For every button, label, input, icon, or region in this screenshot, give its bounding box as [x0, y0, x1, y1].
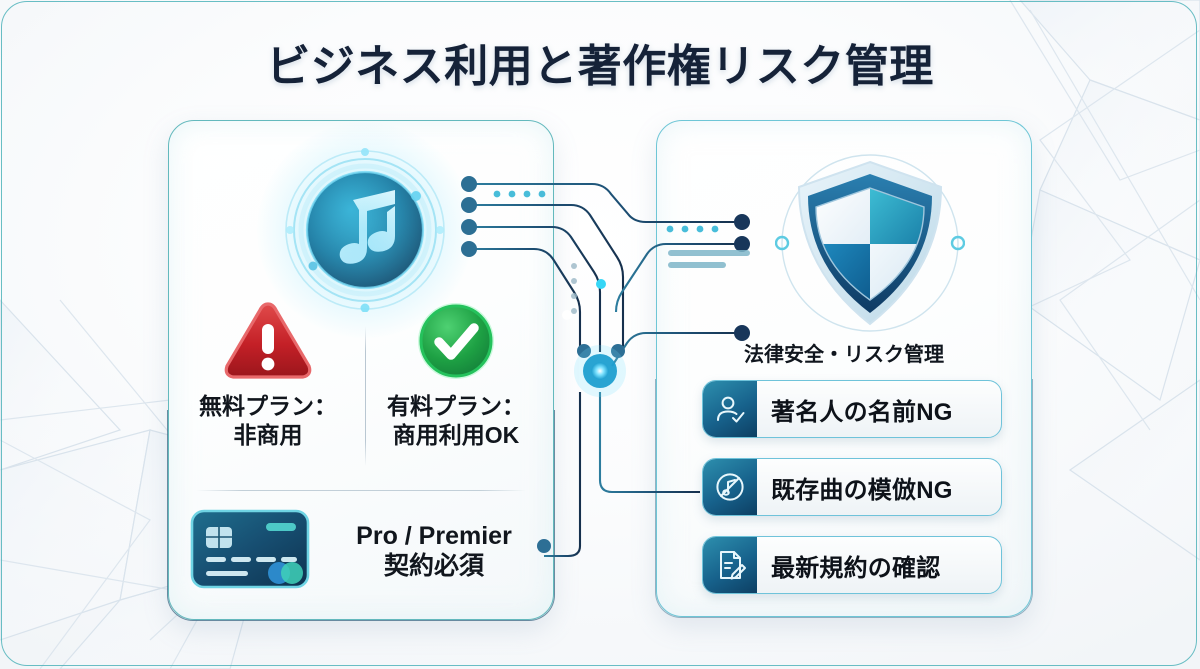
- subscription-label: Pro / Premier 契約必須: [356, 522, 512, 580]
- document-edit-icon: [703, 537, 757, 593]
- left-panel-divider: [196, 490, 526, 491]
- risk-item-celebrity-name[interactable]: 著名人の名前NG: [702, 380, 1002, 438]
- check-circle-icon: [372, 300, 540, 384]
- credit-card-icon: [186, 505, 314, 598]
- page-title: ビジネス利用と著作権リスク管理: [266, 42, 934, 91]
- risk-item-label: 最新規約の確認: [771, 554, 941, 582]
- plan-paid: 有料プラン： 商用利用OK: [372, 300, 540, 449]
- plan-divider: [365, 326, 366, 466]
- legal-risk-caption: 法律安全・リスク管理: [744, 344, 944, 366]
- subscription-row: Pro / Premier 契約必須: [186, 505, 536, 597]
- music-note-badge-icon: [257, 122, 473, 338]
- risk-list: 著名人の名前NG 既存曲の模倣NG: [702, 380, 1002, 614]
- plan-free-label: 無料プラン： 非商用: [199, 393, 337, 448]
- plan-free: 無料プラン： 非商用: [184, 300, 352, 449]
- risk-item-terms-check[interactable]: 最新規約の確認: [702, 536, 1002, 594]
- plan-paid-label: 有料プラン： 商用利用OK: [387, 393, 525, 448]
- person-check-icon: [703, 381, 757, 437]
- warning-triangle-icon: [184, 300, 352, 384]
- risk-item-label: 著名人の名前NG: [771, 398, 953, 426]
- plan-comparison: 無料プラン： 非商用 有料プラン： 商用利用OK: [176, 300, 548, 470]
- shield-icon: [774, 152, 966, 334]
- badge-glow: [257, 122, 473, 338]
- music-prohibited-icon: [703, 459, 757, 515]
- risk-item-song-imitation[interactable]: 既存曲の模倣NG: [702, 458, 1002, 516]
- risk-item-label: 既存曲の模倣NG: [771, 476, 953, 504]
